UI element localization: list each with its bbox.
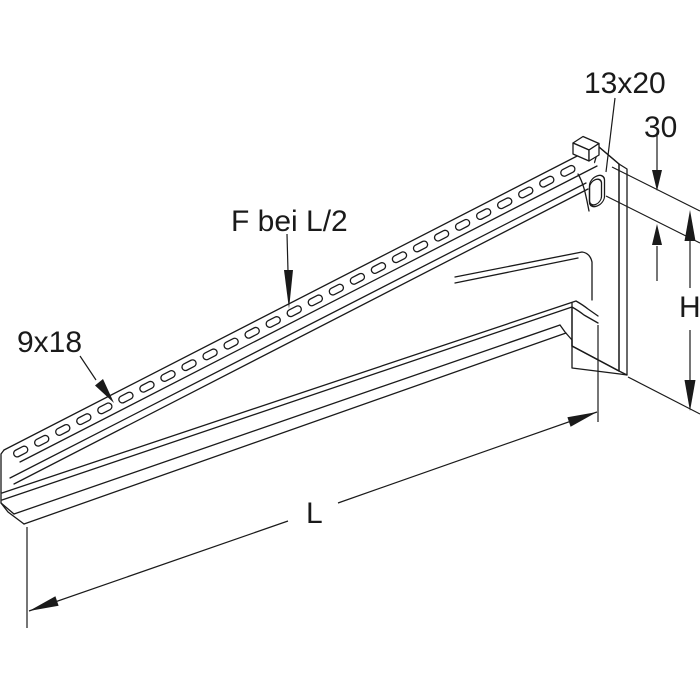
arm-slot [244,326,260,339]
head-plate [572,135,600,162]
label-9x18: 9x18 [17,326,82,359]
arm-slot [202,348,218,361]
label-force: F bei L/2 [231,205,348,238]
arm-slot [370,262,387,275]
arm-slot [76,413,92,426]
arm-slot [518,186,534,199]
arm-slot [223,337,239,350]
arm-slot [539,175,555,188]
arm-slot [139,380,155,393]
arm-slot [34,434,50,447]
label-13x20: 13x20 [584,67,666,100]
dim-L [26,325,599,628]
arm-slot [412,240,429,253]
ext-line-plate-top [611,166,700,212]
arm-slot [286,305,302,318]
arm-slot [391,251,408,264]
dimensions: 13x20 30 F bei L/2 9x18 H L [17,67,700,628]
mounting-slot-13x20 [588,174,606,208]
arm-slot [475,208,492,221]
arm-slot [12,445,29,458]
arm-slot [496,197,513,210]
load-arrow [284,233,293,309]
arm-slot [265,316,281,328]
label-L: L [306,497,323,530]
arm-slot [328,283,345,296]
arm-slot [55,423,71,436]
arm-slot [454,218,471,231]
ext-line-arm-top [605,195,700,244]
label-30: 30 [644,111,677,144]
arm-slot [349,272,366,285]
arm-slot [433,229,450,242]
arm-slot [160,370,176,382]
cantilever-arm [0,151,599,525]
arm-slot [97,402,113,415]
arm-slot [560,164,576,177]
arm-slots [12,164,576,458]
arm-slot [181,359,197,372]
dim-30 [652,136,662,281]
label-H: H [679,291,700,324]
leader-9x18 [79,355,114,403]
arm-silhouette [1,152,601,493]
arm-slot [118,391,134,404]
arm-slot [307,294,324,307]
ext-line-plate-bottom [627,376,700,415]
dim-H [684,210,696,411]
leader-13x20 [605,97,616,173]
